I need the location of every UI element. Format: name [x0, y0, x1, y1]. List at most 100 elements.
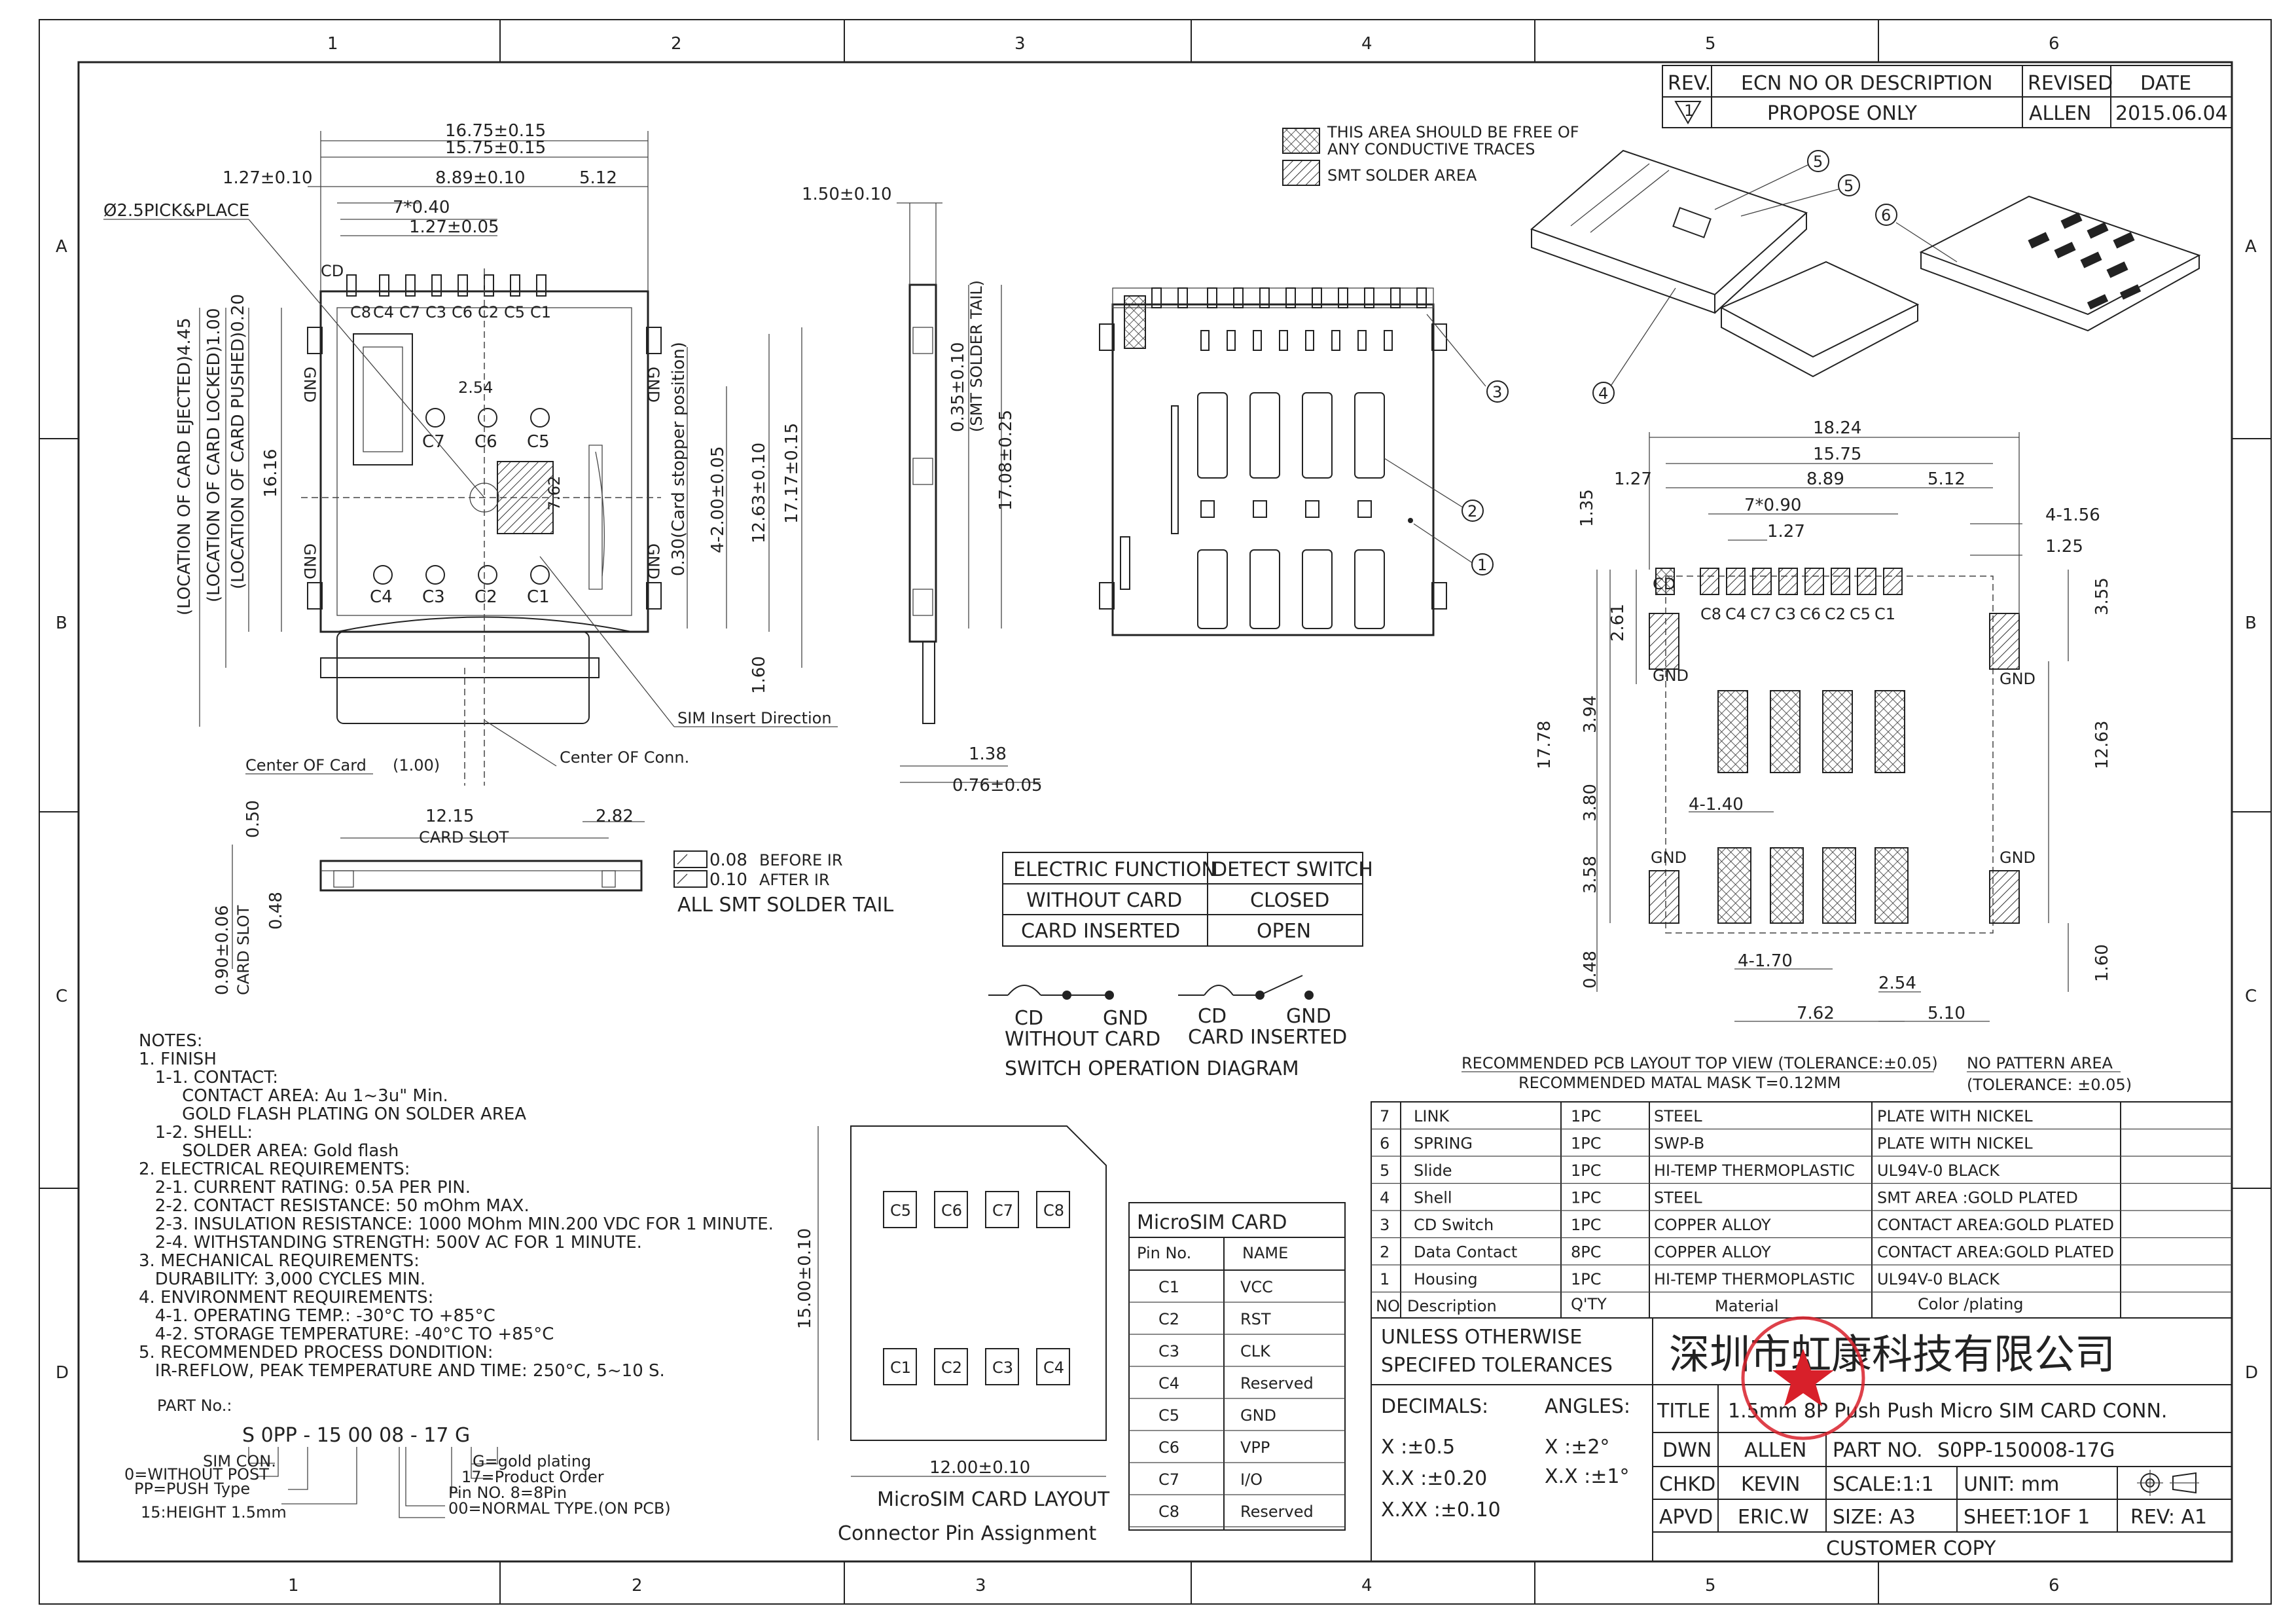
customer-copy: CUSTOMER COPY: [1826, 1537, 1996, 1560]
dim: 17.08±0.25: [996, 410, 1016, 511]
bom-cell: 1PC: [1571, 1189, 1602, 1207]
bom-header: Q'TY: [1571, 1295, 1607, 1313]
decimal-tol: X.X :±0.20: [1381, 1467, 1487, 1490]
revision: REV: A1: [2130, 1506, 2207, 1529]
contact-circles: [373, 408, 550, 585]
apvd-name: ERIC.W: [1738, 1506, 1809, 1529]
bom-cell: Data Contact: [1414, 1243, 1517, 1262]
dim: 8.89±0.10: [435, 168, 526, 188]
pin-label: C7: [399, 303, 420, 321]
pcb-dim: 0.48: [1581, 951, 1600, 989]
bom-cell: SWP-B: [1654, 1135, 1704, 1153]
bom-cell: COPPER ALLOY: [1654, 1216, 1771, 1234]
ecn-header: ECN NO OR DESCRIPTION: [1741, 72, 1993, 95]
pcb-dim: 3.94: [1581, 695, 1600, 733]
without-card-label: WITHOUT CARD: [1005, 1028, 1160, 1051]
balloon: 4: [1598, 384, 1608, 403]
pin-table-cell: C4: [1158, 1374, 1179, 1393]
col-label: 3: [1014, 34, 1026, 54]
balloon: 5: [1844, 177, 1854, 195]
before-ir-label: BEFORE IR: [759, 851, 843, 869]
detect-cell: WITHOUT CARD: [1026, 889, 1182, 912]
note-line: CONTACT AREA: Au 1~3u" Min.: [139, 1086, 448, 1106]
after-ir-label: AFTER IR: [759, 871, 830, 889]
pin-table-cell: GND: [1240, 1406, 1276, 1425]
dim: (SMT SOLDER TAIL): [967, 280, 986, 432]
pin-label: C4: [370, 587, 393, 607]
note-line: SOLDER AREA: Gold flash: [139, 1141, 399, 1161]
card-layout-title: MicroSIM CARD LAYOUT: [877, 1488, 1110, 1511]
note-line: NOTES:: [139, 1031, 203, 1051]
card-slot-label: CARD SLOT: [419, 828, 509, 847]
legend-keepout-1: THIS AREA SHOULD BE FREE OF: [1327, 123, 1579, 141]
bom-header: Material: [1715, 1297, 1779, 1315]
card-height: 15.00±0.10: [795, 1228, 815, 1329]
note-line: 2-2. CONTACT RESISTANCE: 50 mOhm MAX.: [139, 1196, 529, 1216]
bom-cell: 1: [1380, 1270, 1390, 1288]
scale: SCALE:1:1: [1833, 1473, 1934, 1496]
note-line: 2-4. WITHSTANDING STRENGTH: 500V AC FOR …: [139, 1233, 642, 1252]
pin-table-cell: VCC: [1240, 1278, 1273, 1296]
detect-cell: OPEN: [1257, 920, 1311, 943]
card-pin: C7: [992, 1201, 1013, 1220]
bom-cell: CONTACT AREA:GOLD PLATED: [1877, 1243, 2114, 1262]
chkd-label: CHKD: [1659, 1473, 1715, 1496]
notes: NOTES:1. FINISH 1-1. CONTACT: CONTACT AR…: [139, 1031, 774, 1381]
pin-table-header: Pin No.: [1137, 1244, 1191, 1262]
pin-table-cell: C7: [1158, 1470, 1179, 1489]
row-label: C: [2245, 987, 2257, 1006]
pin-label: C3: [425, 303, 446, 321]
note-line: 4-2. STORAGE TEMPERATURE: -40°C TO +85°C: [139, 1324, 554, 1344]
bom-cell: 1PC: [1571, 1107, 1602, 1125]
row-label: D: [2245, 1363, 2258, 1383]
dim: (1.00): [393, 756, 440, 775]
pcb-gnd-label: GND: [2000, 848, 2036, 867]
bom-cell: STEEL: [1654, 1189, 1702, 1207]
dim: 0.50: [243, 800, 263, 838]
pin-label: C5: [504, 303, 525, 321]
pin-table-cell: C1: [1158, 1278, 1179, 1296]
no-pattern-label: NO PATTERN AREA: [1967, 1054, 2113, 1072]
card-slot-label-vertical: CARD SLOT: [234, 905, 253, 995]
bom-cell: PLATE WITH NICKEL: [1877, 1107, 2033, 1125]
unit: UNIT: mm: [1964, 1473, 2059, 1496]
bom-cell: CONTACT AREA:GOLD PLATED: [1877, 1216, 2114, 1234]
dim: 12.63±0.10: [749, 443, 769, 543]
col-label: 6: [2049, 1576, 2060, 1596]
pcb-dim: 18.24: [1813, 418, 1861, 438]
balloon: 3: [1492, 383, 1502, 401]
gnd-label: GND: [644, 367, 662, 403]
pin-table-cell: CLK: [1240, 1342, 1271, 1360]
dim: 5.12: [579, 168, 617, 188]
pin-table-cell: Reserved: [1240, 1374, 1314, 1393]
note-line: DURABILITY: 3,000 CYCLES MIN.: [139, 1269, 425, 1289]
part-no-value: S0PP-150008-17G: [1937, 1439, 2115, 1462]
bom-cell: SPRING: [1414, 1135, 1473, 1153]
dim: 1.27±0.10: [223, 168, 313, 188]
pcb-dim: 1.27: [1767, 522, 1805, 541]
dwn-label: DWN: [1662, 1439, 1712, 1462]
pcb-dim: 1.25: [2045, 537, 2083, 556]
balloon: 1: [1477, 556, 1487, 574]
pcb-contact-pads: [1717, 690, 1909, 924]
rev-revised: ALLEN: [2029, 102, 2091, 125]
pin-label: C6: [452, 303, 473, 321]
row-label: A: [2245, 237, 2257, 257]
balloon: 6: [1881, 206, 1891, 225]
bom-cell: SMT AREA :GOLD PLATED: [1877, 1189, 2078, 1207]
pin-table-header: NAME: [1242, 1244, 1288, 1262]
pin-table-cell: C6: [1158, 1438, 1179, 1457]
note-line: 3. MECHANICAL REQUIREMENTS:: [139, 1251, 420, 1271]
pin-table-cell: VPP: [1240, 1438, 1270, 1457]
microsim-card-layout: C5 C6 C7 C8 C1 C2 C3 C4 15.00±0.10 12.00…: [795, 1125, 1110, 1545]
legend-keepout-2: ANY CONDUCTIVE TRACES: [1327, 140, 1535, 158]
note-line: 2-3. INSULATION RESISTANCE: 1000 MOhm MI…: [139, 1214, 774, 1234]
bom-cell: 8PC: [1571, 1243, 1602, 1262]
card-pin: C8: [1043, 1201, 1064, 1220]
col-label: 5: [1705, 1576, 1716, 1596]
pcb-dim: 4-1.40: [1689, 795, 1744, 814]
flatness-value: 0.10: [709, 870, 747, 890]
side-view: 1.50±0.10 0.35±0.10 (SMT SOLDER TAIL) 17…: [802, 185, 1043, 795]
dim: 1.50±0.10: [802, 185, 892, 204]
